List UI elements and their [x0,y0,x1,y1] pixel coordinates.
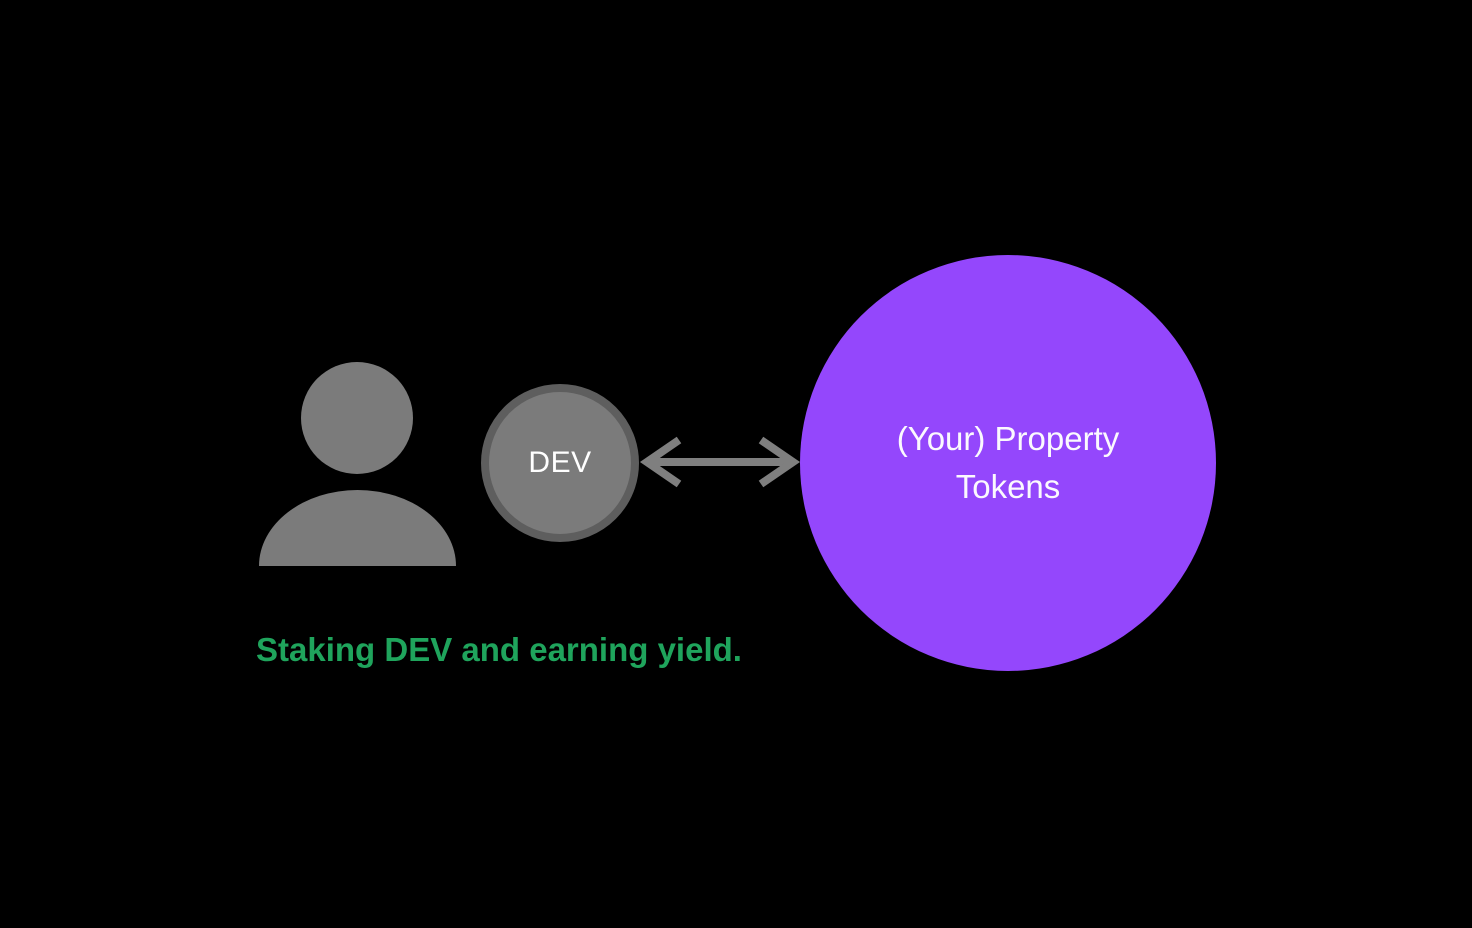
dev-token-label: DEV [528,446,592,479]
dev-token-circle: DEV [481,384,639,542]
property-tokens-label-line1: (Your) Property [896,420,1120,457]
bidirectional-arrow-icon [639,436,801,488]
property-tokens-label-line2: Tokens [955,468,1061,505]
property-tokens-circle: (Your) Property Tokens [800,255,1216,671]
caption-text: Staking DEV and earning yield. [256,631,742,668]
user-icon-body [259,490,456,566]
user-icon-head [301,362,413,474]
